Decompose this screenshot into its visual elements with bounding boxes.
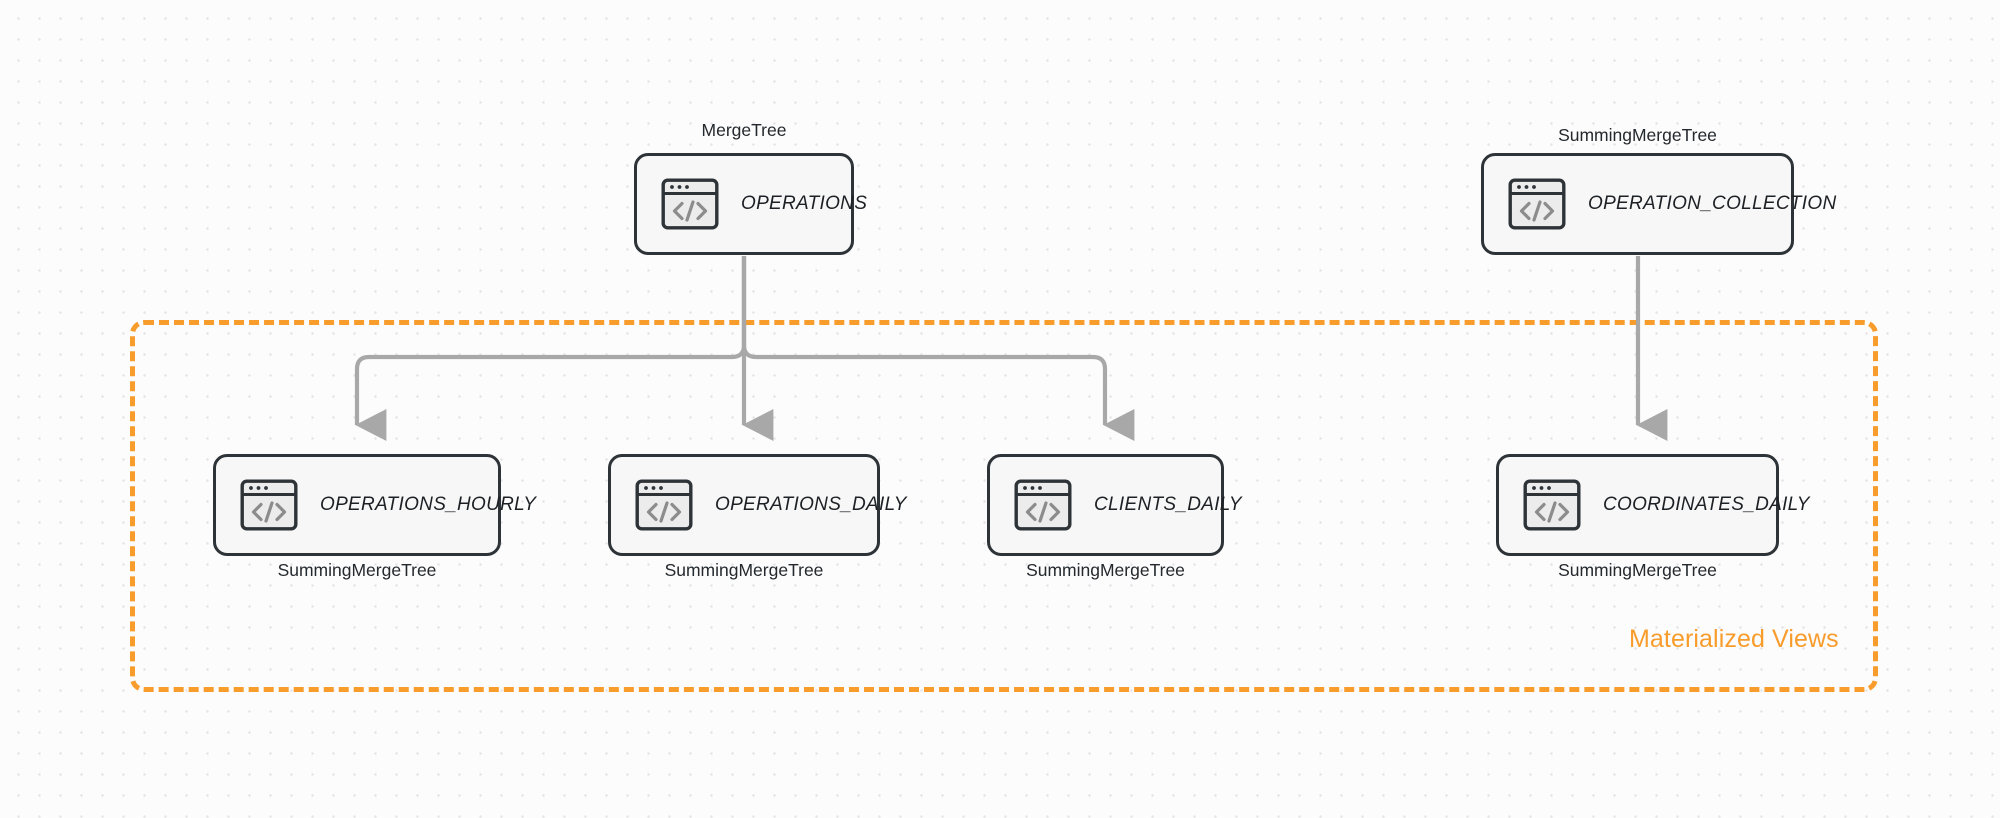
code-window-icon [1508,178,1566,230]
engine-caption-operations-daily: SummingMergeTree [664,560,824,580]
materialized-views-label: Materialized Views [1629,625,1839,653]
code-window-icon [1014,479,1072,531]
code-window-icon [1523,479,1581,531]
engine-caption-operations: MergeTree [701,120,787,140]
node-label-operations-hourly: OPERATIONS_HOURLY [320,494,537,515]
node-label-coordinates-daily: COORDINATES_DAILY [1603,494,1810,515]
node-label-operations-daily: OPERATIONS_DAILY [715,494,907,515]
code-window-icon [240,479,298,531]
node-label-clients-daily: CLIENTS_DAILY [1094,494,1242,515]
engine-caption-clients-daily: SummingMergeTree [1026,560,1185,580]
engine-caption-coordinates-daily: SummingMergeTree [1558,560,1717,580]
engine-caption-operation-collection: SummingMergeTree [1558,125,1717,145]
node-operations[interactable]: OPERATIONS [634,153,867,255]
node-operation-collection[interactable]: OPERATION_COLLECTION [1481,153,1836,255]
node-clients-daily[interactable]: CLIENTS_DAILY [987,454,1242,556]
engine-caption-operations-hourly: SummingMergeTree [277,560,437,580]
node-operations-daily[interactable]: OPERATIONS_DAILY [608,454,906,556]
node-coordinates-daily[interactable]: COORDINATES_DAILY [1496,454,1809,556]
code-window-icon [661,178,719,230]
node-label-operation-collection: OPERATION_COLLECTION [1588,193,1837,214]
node-operations-hourly[interactable]: OPERATIONS_HOURLY [213,454,536,556]
node-label-operations: OPERATIONS [741,193,868,214]
code-window-icon [635,479,693,531]
